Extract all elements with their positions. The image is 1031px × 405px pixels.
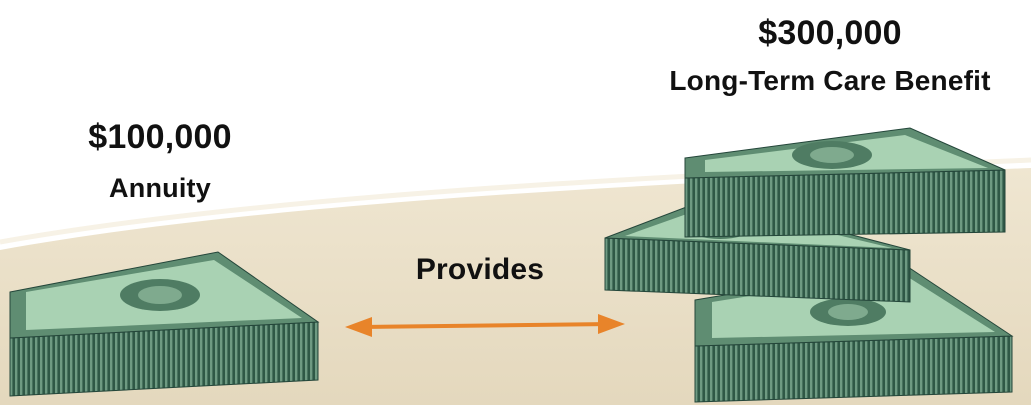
provides-label: Provides xyxy=(415,253,545,286)
annuity-label: Annuity xyxy=(109,173,211,203)
double-arrow-icon xyxy=(345,314,625,337)
ltc-benefit-label: Long-Term Care Benefit xyxy=(669,65,991,96)
annuity-amount: $100,000 xyxy=(88,118,232,156)
money-stack-icon xyxy=(9,251,320,397)
ltc-benefit-amount: $300,000 xyxy=(758,14,902,52)
money-stack-icon xyxy=(604,127,1014,403)
